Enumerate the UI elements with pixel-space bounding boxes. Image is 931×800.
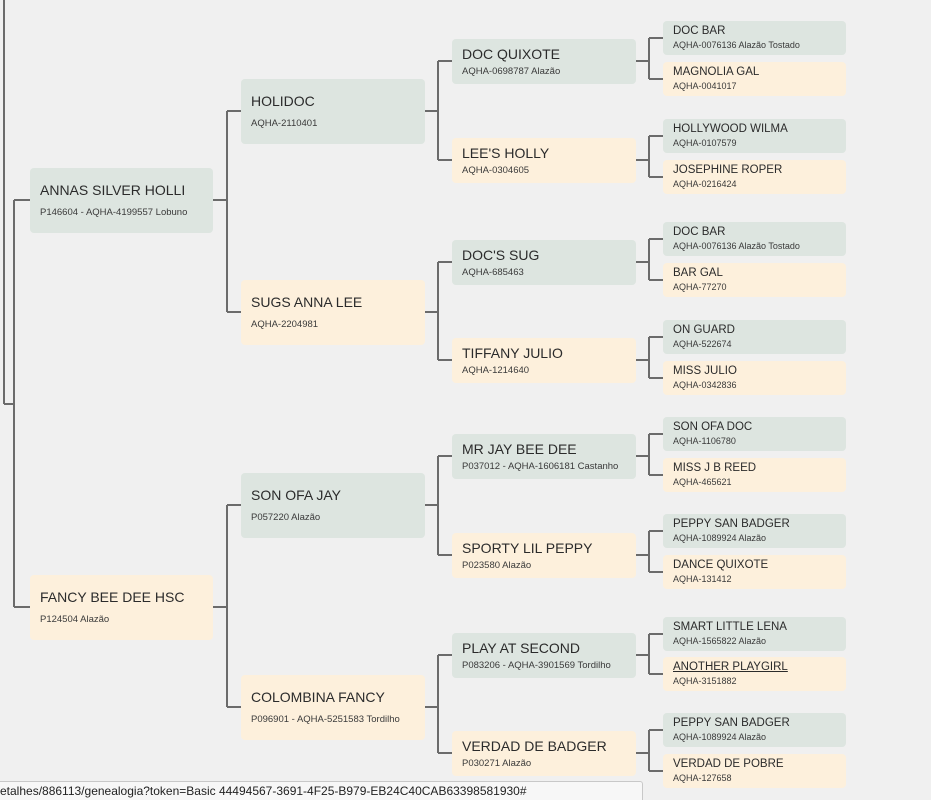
horse-card-dam-dam[interactable]: COLOMBINA FANCY P096901 - AQHA-5251583 To… bbox=[241, 674, 425, 740]
horse-registration: AQHA-522674 bbox=[673, 338, 732, 349]
horse-card-sire-dam-dam-dam[interactable]: MISS JULIO AQHA-0342836 bbox=[663, 361, 846, 395]
horse-registration: AQHA-2110401 bbox=[251, 118, 318, 129]
horse-card-dam-dam-dam[interactable]: VERDAD DE BADGER P030271 Alazão bbox=[452, 730, 636, 776]
horse-name: JOSEPHINE ROPER bbox=[673, 163, 783, 176]
horse-name: MAGNOLIA GAL bbox=[673, 65, 760, 78]
horse-registration: AQHA-0041017 bbox=[673, 80, 737, 91]
horse-name: DOC'S SUG bbox=[462, 246, 540, 263]
horse-name: MISS JULIO bbox=[673, 364, 737, 377]
horse-name: TIFFANY JULIO bbox=[462, 344, 563, 361]
horse-card-sire-dam-dam-sire[interactable]: ON GUARD AQHA-522674 bbox=[663, 320, 846, 354]
horse-registration: AQHA-0107579 bbox=[673, 137, 737, 148]
horse-card-sire-sire-sire-dam[interactable]: MAGNOLIA GAL AQHA-0041017 bbox=[663, 62, 846, 96]
horse-registration: AQHA-2204981 bbox=[251, 319, 319, 330]
horse-registration: AQHA-1089924 Alazão bbox=[673, 532, 767, 543]
horse-registration: P057220 Alazão bbox=[251, 512, 321, 523]
horse-registration: P083206 - AQHA-3901569 Tordilho bbox=[462, 659, 611, 671]
horse-registration: AQHA-131412 bbox=[673, 573, 732, 584]
horse-name: DOC BAR bbox=[673, 225, 726, 238]
horse-card-dam[interactable]: FANCY BEE DEE HSC P124504 Alazão bbox=[30, 574, 213, 640]
horse-registration: AQHA-1106780 bbox=[673, 435, 736, 446]
horse-name: DOC BAR bbox=[673, 24, 726, 37]
horse-registration: P030271 Alazão bbox=[462, 757, 532, 769]
horse-card-sire[interactable]: ANNAS SILVER HOLLI P146604 - AQHA-4199557… bbox=[30, 167, 213, 233]
horse-card-sire-sire-sire-sire[interactable]: DOC BAR AQHA-0076136 Alazão Tostado bbox=[663, 21, 846, 55]
horse-card-dam-sire-sire-dam[interactable]: MISS J B REED AQHA-465621 bbox=[663, 458, 846, 492]
horse-registration: AQHA-127658 bbox=[673, 772, 732, 783]
horse-name: PLAY AT SECOND bbox=[462, 639, 581, 656]
horse-registration: P096901 - AQHA-5251583 Tordilho bbox=[251, 714, 400, 725]
horse-card-sire-dam-dam[interactable]: TIFFANY JULIO AQHA-1214640 bbox=[452, 337, 636, 383]
horse-card-sire-dam[interactable]: SUGS ANNA LEE AQHA-2204981 bbox=[241, 279, 425, 345]
horse-name: SMART LITTLE LENA bbox=[673, 620, 787, 633]
horse-card-dam-sire-dam-dam[interactable]: DANCE QUIXOTE AQHA-131412 bbox=[663, 555, 846, 589]
horse-registration: AQHA-0342836 bbox=[673, 379, 737, 390]
horse-name: ON GUARD bbox=[673, 323, 735, 336]
horse-registration: AQHA-3151882 bbox=[673, 675, 737, 686]
horse-registration: P146604 - AQHA-4199557 Lobuno bbox=[40, 207, 188, 218]
horse-card-dam-dam-sire[interactable]: PLAY AT SECOND P083206 - AQHA-3901569 Tor… bbox=[452, 632, 636, 678]
horse-card-dam-sire-sire-sire[interactable]: SON OFA DOC AQHA-1106780 bbox=[663, 417, 846, 451]
horse-card-sire-sire-dam-sire[interactable]: HOLLYWOOD WILMA AQHA-0107579 bbox=[663, 119, 846, 153]
horse-card-sire-dam-sire[interactable]: DOC'S SUG AQHA-685463 bbox=[452, 239, 636, 285]
horse-name: BAR GAL bbox=[673, 266, 723, 279]
horse-name: DANCE QUIXOTE bbox=[673, 558, 769, 571]
horse-registration: P037012 - AQHA-1606181 Castanho bbox=[462, 460, 619, 472]
horse-name: PEPPY SAN BADGER bbox=[673, 517, 790, 530]
horse-registration: P023580 Alazão bbox=[462, 559, 532, 571]
horse-card-sire-sire-dam-dam[interactable]: JOSEPHINE ROPER AQHA-0216424 bbox=[663, 160, 846, 194]
horse-name: COLOMBINA FANCY bbox=[251, 689, 385, 705]
horse-card-sire-sire[interactable]: HOLIDOC AQHA-2110401 bbox=[241, 78, 425, 144]
horse-registration: AQHA-0698787 Alazão bbox=[462, 65, 561, 77]
horse-card-dam-sire-dam[interactable]: SPORTY LIL PEPPY P023580 Alazão bbox=[452, 532, 636, 578]
horse-registration: AQHA-0076136 Alazão Tostado bbox=[673, 240, 800, 251]
horse-name: PEPPY SAN BADGER bbox=[673, 716, 790, 729]
horse-card-dam-dam-dam-dam[interactable]: VERDAD DE POBRE AQHA-127658 bbox=[663, 754, 846, 788]
horse-registration: AQHA-1214640 bbox=[462, 364, 530, 376]
horse-card-dam-dam-dam-sire[interactable]: PEPPY SAN BADGER AQHA-1089924 Alazão bbox=[663, 713, 846, 747]
horse-registration: AQHA-685463 bbox=[462, 266, 524, 278]
horse-registration: AQHA-465621 bbox=[673, 476, 732, 487]
horse-card-dam-sire-sire[interactable]: MR JAY BEE DEE P037012 - AQHA-1606181 Cas… bbox=[452, 433, 636, 479]
horse-card-sire-sire-dam[interactable]: LEE'S HOLLY AQHA-0304605 bbox=[452, 137, 636, 183]
horse-card-dam-dam-sire-dam[interactable]: ANOTHER PLAYGIRL AQHA-3151882 bbox=[663, 657, 846, 691]
horse-name: LEE'S HOLLY bbox=[462, 144, 550, 161]
horse-name: SUGS ANNA LEE bbox=[251, 294, 363, 310]
status-bar-url: etalhes/886113/genealogia?token=Basic 44… bbox=[0, 781, 643, 800]
horse-registration: AQHA-1089924 Alazão bbox=[673, 731, 767, 742]
horse-card-dam-sire-dam-sire[interactable]: PEPPY SAN BADGER AQHA-1089924 Alazão bbox=[663, 514, 846, 548]
horse-name: MISS J B REED bbox=[673, 461, 757, 474]
horse-card-sire-dam-sire-dam[interactable]: BAR GAL AQHA-77270 bbox=[663, 263, 846, 297]
horse-name: ANNAS SILVER HOLLI bbox=[40, 182, 186, 198]
horse-card-dam-sire[interactable]: SON OFA JAY P057220 Alazão bbox=[241, 472, 425, 538]
horse-name: SON OFA DOC bbox=[673, 420, 753, 433]
horse-name: MR JAY BEE DEE bbox=[462, 440, 577, 457]
horse-name: FANCY BEE DEE HSC bbox=[40, 589, 185, 605]
horse-name: HOLLYWOOD WILMA bbox=[673, 122, 788, 135]
horse-registration: AQHA-0216424 bbox=[673, 178, 737, 189]
horse-registration: P124504 Alazão bbox=[40, 614, 110, 625]
horse-registration: AQHA-1565822 Alazão bbox=[673, 635, 767, 646]
horse-card-dam-dam-sire-sire[interactable]: SMART LITTLE LENA AQHA-1565822 Alazão bbox=[663, 617, 846, 651]
horse-registration: AQHA-0304605 bbox=[462, 164, 530, 176]
horse-name: HOLIDOC bbox=[251, 93, 315, 109]
horse-name: SPORTY LIL PEPPY bbox=[462, 539, 593, 556]
horse-name[interactable]: ANOTHER PLAYGIRL bbox=[673, 660, 788, 673]
horse-name: VERDAD DE BADGER bbox=[462, 737, 607, 754]
horse-name: VERDAD DE POBRE bbox=[673, 757, 784, 770]
horse-card-sire-dam-sire-sire[interactable]: DOC BAR AQHA-0076136 Alazão Tostado bbox=[663, 222, 846, 256]
horse-card-sire-sire-sire[interactable]: DOC QUIXOTE AQHA-0698787 Alazão bbox=[452, 38, 636, 84]
horse-name: DOC QUIXOTE bbox=[462, 45, 561, 62]
horse-registration: AQHA-77270 bbox=[673, 281, 727, 292]
horse-registration: AQHA-0076136 Alazão Tostado bbox=[673, 39, 800, 50]
horse-name: SON OFA JAY bbox=[251, 487, 341, 503]
